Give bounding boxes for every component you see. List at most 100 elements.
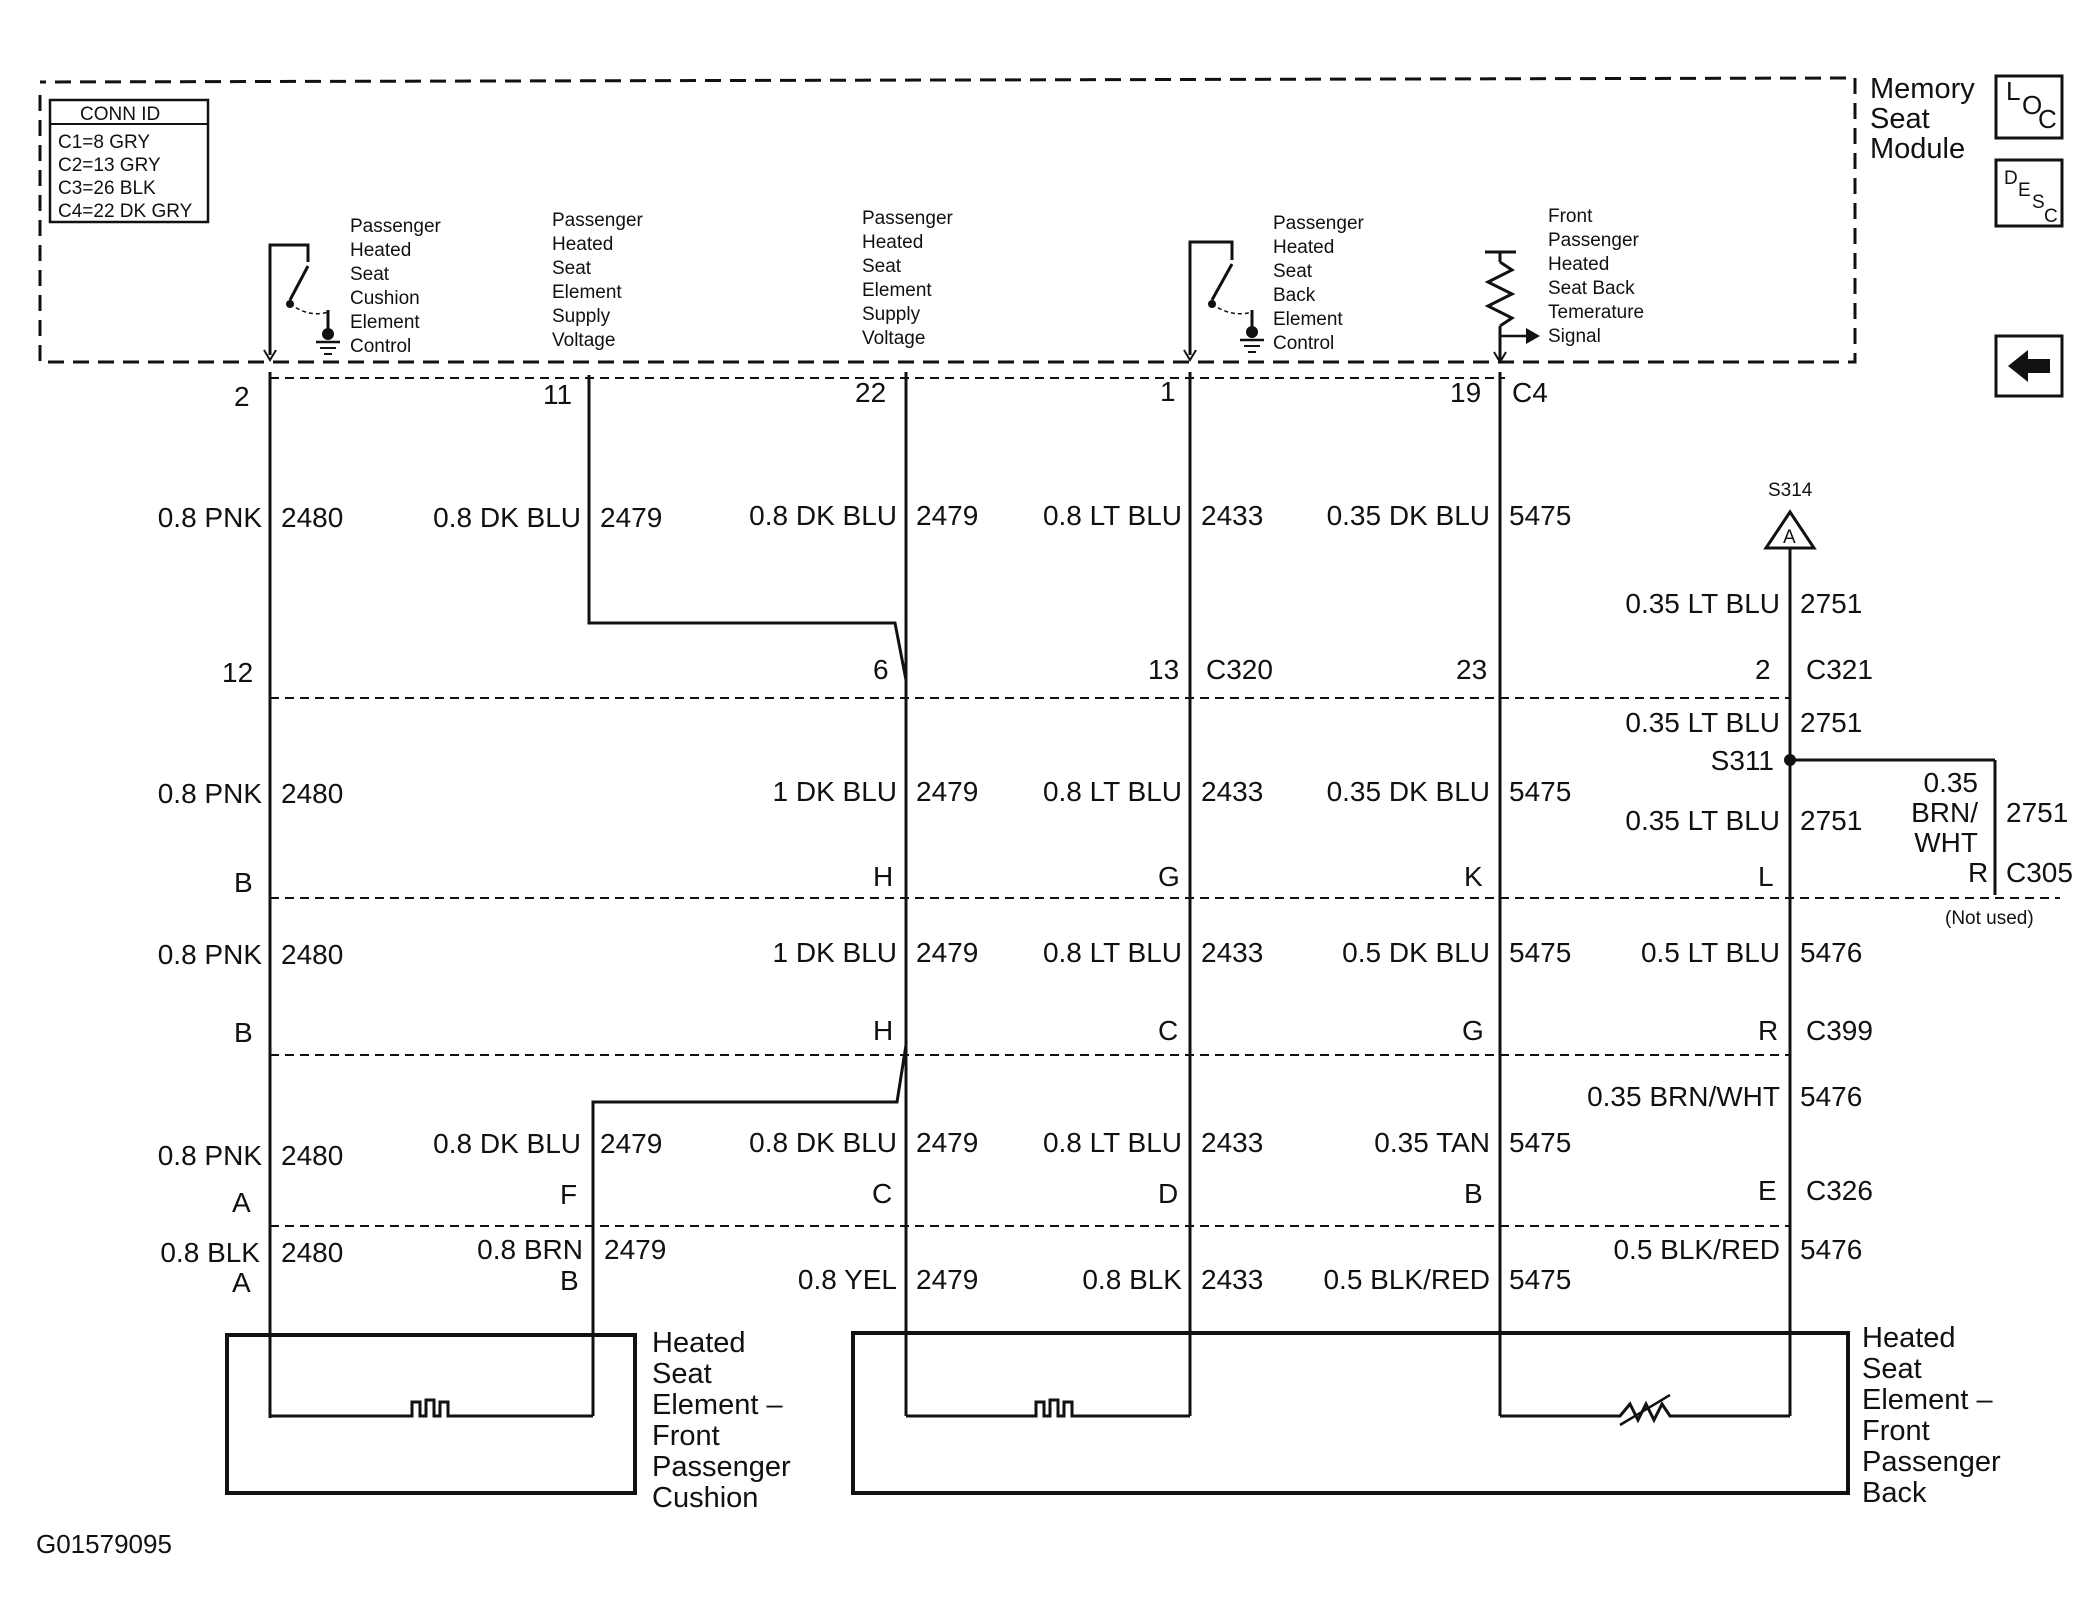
svg-text:Seat: Seat (652, 1358, 712, 1390)
svg-text:Seat: Seat (1862, 1353, 1922, 1385)
svg-text:5475: 5475 (1509, 776, 1571, 807)
svg-text:Element: Element (862, 280, 932, 301)
back-button[interactable] (1994, 334, 2064, 398)
svg-text:C326: C326 (1806, 1175, 1873, 1206)
svg-text:Control: Control (1273, 333, 1334, 354)
svg-text:Passenger: Passenger (552, 210, 644, 231)
svg-text:0.8 PNK: 0.8 PNK (158, 778, 263, 809)
svg-text:Back: Back (1273, 285, 1316, 306)
svg-text:11: 11 (543, 379, 572, 410)
conn-id-table: CONN ID C1=8 GRY C2=13 GRY C3=26 BLK C4=… (48, 98, 210, 224)
svg-text:5475: 5475 (1509, 1264, 1571, 1295)
svg-text:O: O (2022, 90, 2042, 120)
row5-labels: 0.8 BLK 2480 A 0.8 BRN 2479 B 0.8 YEL 24… (160, 1234, 1862, 1298)
desc-button[interactable]: D E S C (1994, 158, 2064, 228)
svg-text:C: C (872, 1178, 892, 1209)
svg-text:Module: Module (1870, 133, 1965, 165)
svg-text:Cushion: Cushion (652, 1482, 758, 1514)
svg-text:Voltage: Voltage (862, 328, 925, 349)
svg-text:C321: C321 (1806, 654, 1873, 685)
svg-text:0.5 DK BLU: 0.5 DK BLU (1342, 937, 1490, 968)
svg-text:2751: 2751 (2006, 797, 2068, 828)
svg-text:Front: Front (1548, 206, 1593, 227)
svg-text:L: L (2006, 76, 2020, 106)
c399-pins: B H C G R C399 (234, 1015, 1873, 1048)
svg-text:C: C (2044, 206, 2058, 227)
svg-text:S: S (2032, 192, 2045, 213)
svg-text:0.8 DK BLU: 0.8 DK BLU (749, 1127, 897, 1158)
wire-2479-supply-11 (587, 375, 908, 681)
c305-branch: 0.35 BRN/ WHT 2751 R C305 (Not used) (1911, 767, 2073, 929)
row4-labels: 0.8 PNK 2480 0.8 DK BLU 2479 0.8 DK BLU … (158, 1081, 1863, 1171)
module-name: Memory Seat Module (1870, 73, 1975, 165)
svg-text:D: D (2004, 168, 2018, 189)
svg-text:0.35: 0.35 (1924, 767, 1979, 798)
heated-seat-cushion-element (225, 1300, 637, 1495)
svg-text:0.35 LT BLU: 0.35 LT BLU (1625, 707, 1780, 738)
svg-text:F: F (560, 1179, 577, 1210)
svg-text:A: A (232, 1267, 251, 1298)
supply-voltage-11-label: Passenger Heated Seat Element Supply Vol… (552, 210, 644, 351)
svg-text:Supply: Supply (862, 304, 921, 325)
svg-text:Memory: Memory (1870, 73, 1975, 105)
svg-text:A: A (232, 1187, 251, 1218)
svg-text:Temerature: Temerature (1548, 302, 1644, 323)
svg-text:0.5 BLK/RED: 0.5 BLK/RED (1613, 1234, 1780, 1265)
c320-pins: 12 6 13 C320 23 2 C321 (222, 654, 1873, 688)
svg-text:Passenger: Passenger (862, 208, 954, 229)
svg-text:0.8 PNK: 0.8 PNK (158, 939, 263, 970)
svg-text:C3=26 BLK: C3=26 BLK (58, 178, 156, 199)
svg-text:2751: 2751 (1800, 805, 1862, 836)
loc-button[interactable]: L O C (1994, 74, 2064, 140)
back-control-label: Passenger Heated Seat Back Element Contr… (1273, 213, 1365, 354)
svg-text:2433: 2433 (1201, 776, 1263, 807)
svg-text:0.35 DK BLU: 0.35 DK BLU (1327, 500, 1490, 531)
svg-text:12: 12 (222, 657, 253, 688)
svg-text:6: 6 (873, 654, 889, 685)
svg-text:BRN/: BRN/ (1911, 797, 1978, 828)
heated-seat-back-label: Heated Seat Element – Front Passenger Ba… (1862, 1322, 2001, 1509)
svg-text:0.5 LT BLU: 0.5 LT BLU (1641, 937, 1780, 968)
svg-text:R: R (1758, 1015, 1778, 1046)
svg-text:Control: Control (350, 336, 411, 357)
svg-text:C305: C305 (2006, 857, 2073, 888)
svg-text:2480: 2480 (281, 778, 343, 809)
svg-text:C2=13 GRY: C2=13 GRY (58, 155, 161, 176)
left-arrow-icon (2008, 350, 2050, 382)
svg-text:Passenger: Passenger (350, 216, 442, 237)
svg-text:5475: 5475 (1509, 500, 1571, 531)
svg-text:E: E (1758, 1175, 1777, 1206)
svg-text:0.8 YEL: 0.8 YEL (798, 1264, 897, 1295)
svg-text:2479: 2479 (916, 1264, 978, 1295)
svg-text:2480: 2480 (281, 502, 343, 533)
svg-text:5476: 5476 (1800, 937, 1862, 968)
heated-seat-cushion-label: Heated Seat Element – Front Passenger Cu… (652, 1327, 791, 1514)
svg-text:Heated: Heated (862, 232, 923, 253)
svg-text:5475: 5475 (1509, 937, 1571, 968)
svg-text:2433: 2433 (1201, 937, 1263, 968)
svg-text:2: 2 (1755, 654, 1771, 685)
svg-text:2480: 2480 (281, 939, 343, 970)
figure-id: G01579095 (36, 1529, 172, 1559)
svg-text:C: C (1158, 1015, 1178, 1046)
svg-text:0.35 TAN: 0.35 TAN (1374, 1127, 1490, 1158)
row2-labels: 0.8 PNK 2480 1 DK BLU 2479 0.8 LT BLU 24… (158, 776, 1572, 809)
svg-text:Front: Front (652, 1420, 720, 1452)
cushion-control-switch-icon (263, 243, 340, 362)
temperature-sensor-resistor-icon (1484, 250, 1540, 364)
svg-text:19: 19 (1450, 377, 1481, 408)
svg-text:2480: 2480 (281, 1237, 343, 1268)
svg-text:Heated: Heated (652, 1327, 746, 1359)
svg-text:0.8 BLK: 0.8 BLK (1082, 1264, 1182, 1295)
svg-text:H: H (873, 861, 893, 892)
svg-text:G: G (1158, 861, 1180, 892)
svg-text:B: B (1464, 1178, 1483, 1209)
module-boundary (38, 76, 1857, 364)
svg-text:Heated: Heated (1548, 254, 1609, 275)
svg-text:K: K (1464, 861, 1483, 892)
module-pins: 2 11 22 1 19 C4 (234, 376, 1548, 412)
svg-text:0.8 DK BLU: 0.8 DK BLU (433, 502, 581, 533)
svg-text:Seat: Seat (350, 264, 390, 285)
svg-text:Back: Back (1862, 1477, 1927, 1509)
svg-text:Seat: Seat (552, 258, 592, 279)
